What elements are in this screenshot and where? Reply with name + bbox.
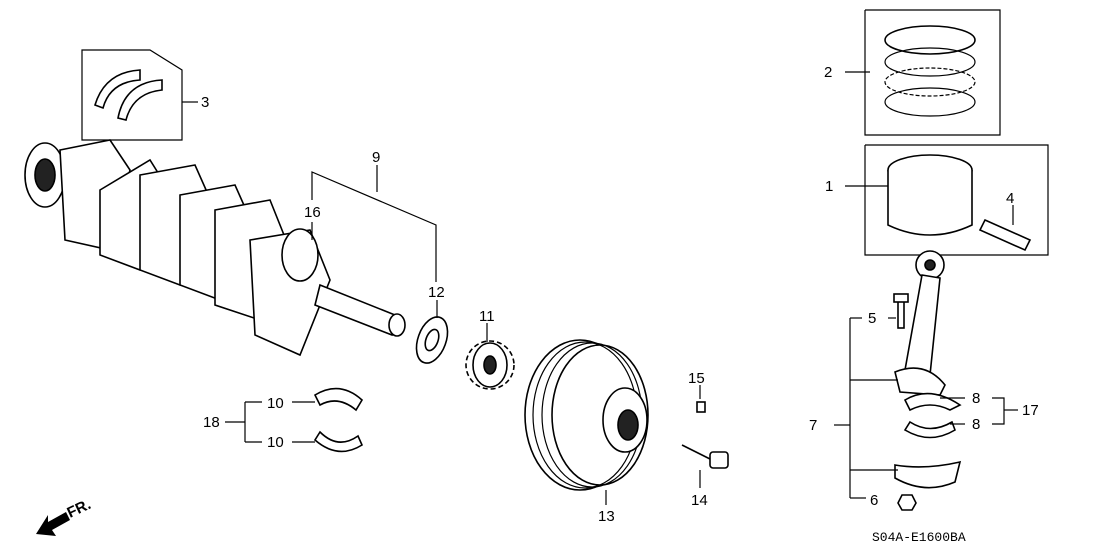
callout-14: 14 — [691, 492, 708, 509]
front-label: FR. — [65, 496, 94, 522]
part-2-piston-rings — [845, 9, 1001, 136]
callout-5: 5 — [868, 310, 876, 327]
callout-18: 18 — [203, 414, 220, 431]
callout-9: 9 — [372, 149, 380, 166]
part-10-rod-bearings — [225, 387, 364, 453]
callout-17: 17 — [1022, 402, 1039, 419]
part-16-crankshaft — [24, 139, 406, 357]
callout-1: 1 — [825, 178, 833, 195]
callout-6: 6 — [870, 492, 878, 509]
diagram-code: S04A-E1600BA — [872, 530, 966, 545]
callout-10-upper: 10 — [267, 395, 284, 412]
callout-7: 7 — [809, 417, 817, 434]
callout-8-upper: 8 — [972, 390, 980, 407]
front-arrow-icon — [36, 512, 70, 536]
part-14-pulley-bolt — [681, 444, 729, 488]
front-direction-indicator: FR. — [36, 496, 94, 536]
callout-16: 16 — [304, 204, 321, 221]
callout-2: 2 — [824, 64, 832, 81]
callout-10-lower: 10 — [267, 434, 284, 451]
callout-9-bracket — [311, 165, 437, 282]
part-4-piston-pin — [978, 205, 1032, 252]
callout-15: 15 — [688, 370, 705, 387]
callout-8-lower: 8 — [972, 416, 980, 433]
part-13-pulley — [524, 339, 649, 505]
callout-11: 11 — [479, 308, 495, 325]
part-1-piston — [845, 144, 1049, 256]
callout-13: 13 — [598, 508, 615, 525]
part-15-key — [696, 385, 706, 413]
part-11-sprocket — [465, 323, 515, 390]
callout-3: 3 — [201, 94, 209, 111]
part-7-connecting-rod — [834, 250, 1018, 511]
part-12-washer — [415, 300, 449, 364]
callout-4: 4 — [1006, 190, 1014, 207]
part-3-main-bearings — [81, 49, 198, 141]
callout-12: 12 — [428, 284, 445, 301]
